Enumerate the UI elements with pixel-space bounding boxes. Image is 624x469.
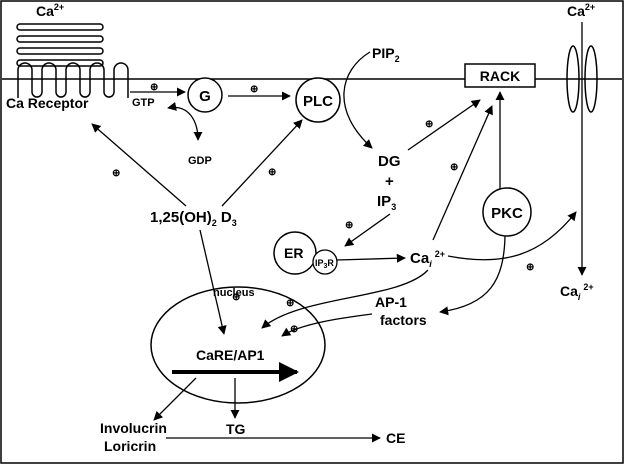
stim-d3-receptor: ⊕ <box>112 168 120 179</box>
gtp-label: GTP <box>132 97 155 109</box>
ca-receptor-label: Ca Receptor <box>6 95 89 111</box>
arrow-cai-to-care <box>261 269 429 329</box>
er-label: ER <box>284 245 303 261</box>
involucrin-label: Involucrin <box>100 420 167 436</box>
rack-label: RACK <box>480 68 520 84</box>
loricrin-label: Loricrin <box>104 438 156 454</box>
pkc-label: PKC <box>491 205 523 222</box>
ca-receptor-shape <box>16 23 129 98</box>
stim-d3-care: ⊕ <box>232 292 240 303</box>
vitamin-d-label: 1,25(OH)2 D3 <box>150 209 237 228</box>
pkc-node <box>482 187 532 237</box>
dg-label: DG <box>378 153 401 170</box>
stim-cai-channel: ⊕ <box>526 262 534 273</box>
ap1-label-line2: factors <box>380 312 427 328</box>
arrow-dg-to-rack <box>407 99 481 151</box>
ca-top-right-label: Ca2+ <box>567 2 595 19</box>
care-label: CaRE/AP1 <box>196 347 265 363</box>
arrow-ip3-to-er <box>344 213 391 247</box>
stim-g-plc: ⊕ <box>250 84 258 95</box>
stim-ap1-care: ⊕ <box>290 324 298 335</box>
gdp-label: GDP <box>188 155 212 167</box>
nucleus-shape <box>150 286 326 404</box>
stim-cai-rack: ⊕ <box>450 162 458 173</box>
arrow-care-to-involucrin <box>153 377 197 421</box>
ip3r-node <box>312 249 338 275</box>
dg-ip3-plus: + <box>385 173 394 190</box>
ip3r-label: IP3R <box>315 258 334 270</box>
arrow-pip2-to-dg <box>343 51 373 149</box>
rack-box <box>464 63 536 88</box>
arrow-er-to-cai <box>336 253 406 263</box>
arrow-d3-to-care <box>199 229 227 335</box>
arrow-cai-to-channel <box>447 211 577 261</box>
stim-d3-plc: ⊕ <box>268 167 276 178</box>
stim-cai-care: ⊕ <box>286 298 294 309</box>
tg-label: TG <box>226 421 246 437</box>
arrow-d3-to-plc <box>221 119 303 207</box>
er-node <box>273 231 317 275</box>
arrow-pkc-to-ap1 <box>439 235 506 316</box>
ce-label: CE <box>386 430 405 446</box>
ip3-label: IP3 <box>377 193 396 212</box>
plc-node <box>295 77 341 123</box>
stim-ip3-er: ⊕ <box>345 220 353 231</box>
cai-right-label: Cai2+ <box>560 282 594 302</box>
g-protein-label: G <box>199 88 211 105</box>
arrow-cai-to-rack <box>432 105 493 241</box>
ap1-label-line1: AP-1 <box>375 294 407 310</box>
stim-dg-rack: ⊕ <box>425 119 433 130</box>
pip2-label: PIP2 <box>372 45 400 64</box>
nucleus-label: nucleus <box>213 287 255 299</box>
plc-label: PLC <box>303 93 333 110</box>
arrow-d3-to-receptor <box>91 123 187 207</box>
cai-label: Cai2+ <box>410 249 445 269</box>
ca-top-left-label: Ca2+ <box>36 2 64 19</box>
ca-channel-shape <box>566 45 598 113</box>
arrow-ap1-to-care <box>281 313 373 337</box>
gtp-gdp-exchange-arrow <box>167 101 203 141</box>
stim-receptor-g: ⊕ <box>150 82 158 93</box>
